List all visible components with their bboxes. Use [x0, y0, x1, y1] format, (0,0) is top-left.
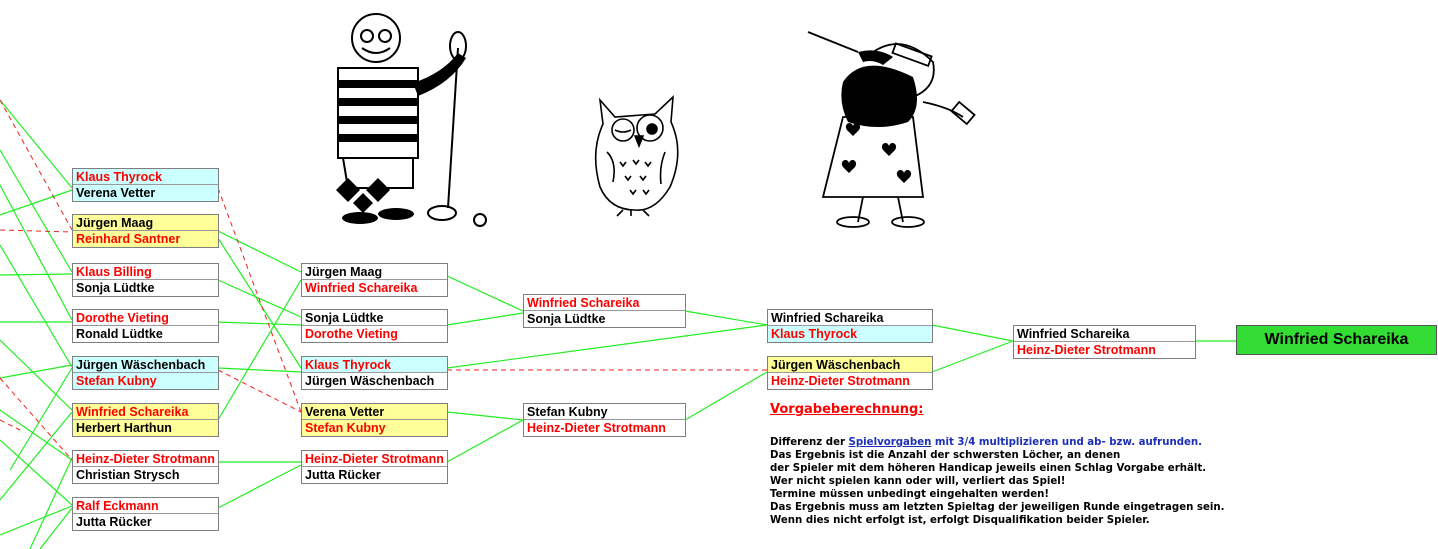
- player-name: Klaus Billing: [73, 264, 218, 280]
- player-name: Jürgen Wäschenbach: [73, 357, 218, 373]
- round1-match-8: Ralf Eckmann Jutta Rücker: [72, 497, 219, 531]
- female-golfer-cartoon: [807, 31, 976, 228]
- round3-match-2: Stefan Kubny Heinz-Dieter Strotmann: [523, 403, 686, 437]
- player-name: Stefan Kubny: [302, 420, 447, 436]
- player-name: Herbert Harthun: [73, 420, 218, 436]
- player-name: Klaus Thyrock: [302, 357, 447, 373]
- rules-line: Das Ergebnis muss am letzten Spieltag de…: [770, 502, 1225, 513]
- player-name: Jürgen Wäschenbach: [302, 373, 447, 389]
- round1-match-7: Heinz-Dieter Strotmann Christian Strysch: [72, 450, 219, 484]
- player-name: Klaus Thyrock: [768, 326, 932, 342]
- player-name: Winfried Schareika: [768, 310, 932, 326]
- round3-match-1: Winfried Schareika Sonja Lüdtke: [523, 294, 686, 328]
- player-name: Christian Strysch: [73, 467, 218, 483]
- player-name: Winfried Schareika: [1014, 326, 1195, 342]
- rules-line: Wer nicht spielen kann oder will, verlie…: [770, 476, 1066, 487]
- owl-cartoon: [594, 94, 679, 217]
- player-name: Heinz-Dieter Strotmann: [302, 451, 447, 467]
- round2-match-5: Heinz-Dieter Strotmann Jutta Rücker: [301, 450, 448, 484]
- player-name: Sonja Lüdtke: [302, 310, 447, 326]
- rules-line-post: mit 3/4 multiplizieren und ab- bzw. aufr…: [931, 437, 1203, 448]
- round4-match-1: Winfried Schareika Klaus Thyrock: [767, 309, 933, 343]
- player-name: Heinz-Dieter Strotmann: [524, 420, 685, 436]
- player-name: Sonja Lüdtke: [73, 280, 218, 296]
- round1-match-2: Jürgen Maag Reinhard Santner: [72, 214, 219, 248]
- round1-match-5: Jürgen Wäschenbach Stefan Kubny: [72, 356, 219, 390]
- round1-match-3: Klaus Billing Sonja Lüdtke: [72, 263, 219, 297]
- rules-line-pre: Differenz der: [770, 437, 849, 448]
- player-name: Heinz-Dieter Strotmann: [768, 373, 932, 389]
- round2-match-1: Jürgen Maag Winfried Schareika: [301, 263, 448, 297]
- round1-match-6: Winfried Schareika Herbert Harthun: [72, 403, 219, 437]
- player-name: Dorothe Vieting: [73, 310, 218, 326]
- player-name: Dorothe Vieting: [302, 326, 447, 342]
- round2-match-2: Sonja Lüdtke Dorothe Vieting: [301, 309, 448, 343]
- round2-match-3: Klaus Thyrock Jürgen Wäschenbach: [301, 356, 448, 390]
- player-name: Verena Vetter: [302, 404, 447, 420]
- player-name: Winfried Schareika: [524, 295, 685, 311]
- player-name: Jürgen Wäschenbach: [768, 357, 932, 373]
- rules-line: Differenz der Spielvorgaben mit 3/4 mult…: [770, 436, 1225, 449]
- round2-match-4: Verena Vetter Stefan Kubny: [301, 403, 448, 437]
- player-name: Winfried Schareika: [73, 404, 218, 420]
- winner-box: Winfried Schareika: [1236, 325, 1437, 355]
- player-name: Jutta Rücker: [302, 467, 447, 483]
- player-name: Jürgen Maag: [302, 264, 447, 280]
- round1-match-1: Klaus Thyrock Verena Vetter: [72, 168, 219, 202]
- player-name: Verena Vetter: [73, 185, 218, 201]
- player-name: Heinz-Dieter Strotmann: [1014, 342, 1195, 358]
- player-name: Ronald Lüdtke: [73, 326, 218, 342]
- player-name: Jutta Rücker: [73, 514, 218, 530]
- rules-line: Termine müssen unbedingt eingehalten wer…: [770, 489, 1050, 500]
- final-match: Winfried Schareika Heinz-Dieter Strotman…: [1013, 325, 1196, 359]
- male-golfer-cartoon: [336, 13, 487, 227]
- round1-match-4: Dorothe Vieting Ronald Lüdtke: [72, 309, 219, 343]
- player-name: Jürgen Maag: [73, 215, 218, 231]
- rules-line: Wenn dies nicht erfolgt ist, erfolgt Dis…: [770, 515, 1150, 526]
- rules-line: der Spieler mit dem höheren Handicap jew…: [770, 463, 1207, 474]
- spielvorgaben-link[interactable]: Spielvorgaben: [848, 437, 932, 448]
- player-name: Stefan Kubny: [73, 373, 218, 389]
- player-name: Sonja Lüdtke: [524, 311, 685, 327]
- rules-text: Differenz der Spielvorgaben mit 3/4 mult…: [770, 436, 1225, 527]
- round4-match-2: Jürgen Wäschenbach Heinz-Dieter Strotman…: [767, 356, 933, 390]
- player-name: Stefan Kubny: [524, 404, 685, 420]
- player-name: Ralf Eckmann: [73, 498, 218, 514]
- player-name: Heinz-Dieter Strotmann: [73, 451, 218, 467]
- player-name: Winfried Schareika: [302, 280, 447, 296]
- rules-line: Das Ergebnis ist die Anzahl der schwerst…: [770, 450, 1121, 461]
- player-name: Reinhard Santner: [73, 231, 218, 247]
- player-name: Klaus Thyrock: [73, 169, 218, 185]
- rules-title: Vorgabeberechnung:: [770, 402, 924, 417]
